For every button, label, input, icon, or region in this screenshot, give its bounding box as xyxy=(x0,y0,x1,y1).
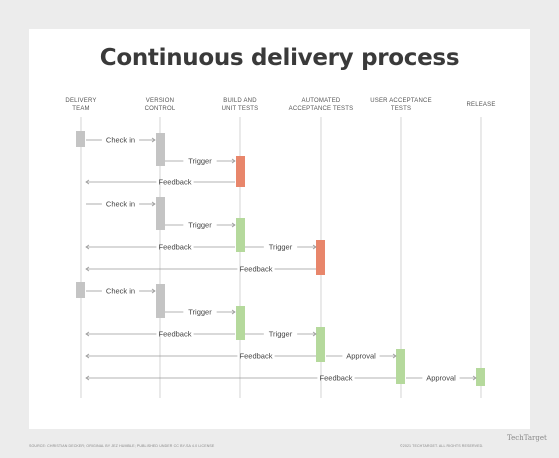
arrowhead-icon xyxy=(85,244,90,250)
activation-box xyxy=(76,131,85,147)
arrowhead-icon xyxy=(85,331,90,337)
message-label: Feedback xyxy=(320,374,353,383)
column-label-line: Version xyxy=(145,98,175,104)
message-label: Check in xyxy=(106,200,135,209)
activation-box xyxy=(156,284,165,318)
arrowhead-icon xyxy=(312,244,317,250)
activation-box xyxy=(156,197,165,230)
copyright-note: ©2021 TechTarget. All rights reserved. xyxy=(400,444,484,448)
activation-box xyxy=(236,218,245,252)
message-label: Trigger xyxy=(269,243,293,252)
arrowhead-icon xyxy=(85,353,90,359)
techtarget-logo: TechTarget xyxy=(507,434,547,442)
arrowhead-icon xyxy=(85,266,90,272)
arrowhead-icon xyxy=(231,158,236,164)
column-label-line: tests xyxy=(390,105,412,112)
column-label-line: Automated xyxy=(301,98,341,104)
activation-box xyxy=(476,368,485,386)
message-label: Trigger xyxy=(188,221,212,230)
diagram-card xyxy=(29,29,530,429)
source-note: Source: Christian Decker; original by Je… xyxy=(29,444,215,448)
arrowhead-icon xyxy=(231,222,236,228)
message-label: Feedback xyxy=(240,265,273,274)
message-label: Trigger xyxy=(188,157,212,166)
arrowhead-icon xyxy=(392,353,397,359)
column-label-version-control: Version control xyxy=(110,98,210,113)
column-label-acceptance: Automated acceptance tests xyxy=(271,98,371,113)
column-label-line: acceptance tests xyxy=(288,105,354,112)
arrowhead-icon xyxy=(151,137,156,143)
message-label: Approval xyxy=(426,374,456,383)
message-label: Trigger xyxy=(188,308,212,317)
column-label-line: User acceptance xyxy=(370,98,432,104)
activation-box xyxy=(236,306,245,340)
arrowhead-icon xyxy=(231,309,236,315)
activation-box xyxy=(76,282,85,298)
page-title: Continuous delivery process xyxy=(99,45,460,71)
column-label-line: unit tests xyxy=(221,105,259,112)
arrowhead-icon xyxy=(151,288,156,294)
column-label-delivery-team: Delivery team xyxy=(31,98,131,113)
column-label-user-acceptance: User acceptance tests xyxy=(351,98,451,113)
message-label: Approval xyxy=(346,352,376,361)
activation-box xyxy=(396,349,405,384)
arrowhead-icon xyxy=(85,375,90,381)
message-label: Feedback xyxy=(159,178,192,187)
arrowhead-icon xyxy=(85,179,90,185)
column-label-line: Release xyxy=(466,102,496,108)
arrowhead-icon xyxy=(472,375,477,381)
activation-box xyxy=(316,327,325,362)
arrowhead-icon xyxy=(312,331,317,337)
message-label: Feedback xyxy=(159,330,192,339)
activation-box xyxy=(316,240,325,275)
message-label: Feedback xyxy=(159,243,192,252)
column-label-build: Build and unit tests xyxy=(190,98,290,113)
activation-box xyxy=(236,156,245,187)
activation-box xyxy=(156,133,165,166)
arrowhead-icon xyxy=(151,201,156,207)
message-label: Trigger xyxy=(269,330,293,339)
column-label-line: Build and xyxy=(223,98,257,104)
message-label: Check in xyxy=(106,136,135,145)
message-label: Feedback xyxy=(240,352,273,361)
column-label-release: Release xyxy=(431,102,531,110)
message-label: Check in xyxy=(106,287,135,296)
column-label-line: team xyxy=(72,105,90,112)
column-label-line: control xyxy=(144,105,176,112)
column-label-line: Delivery xyxy=(65,98,97,104)
